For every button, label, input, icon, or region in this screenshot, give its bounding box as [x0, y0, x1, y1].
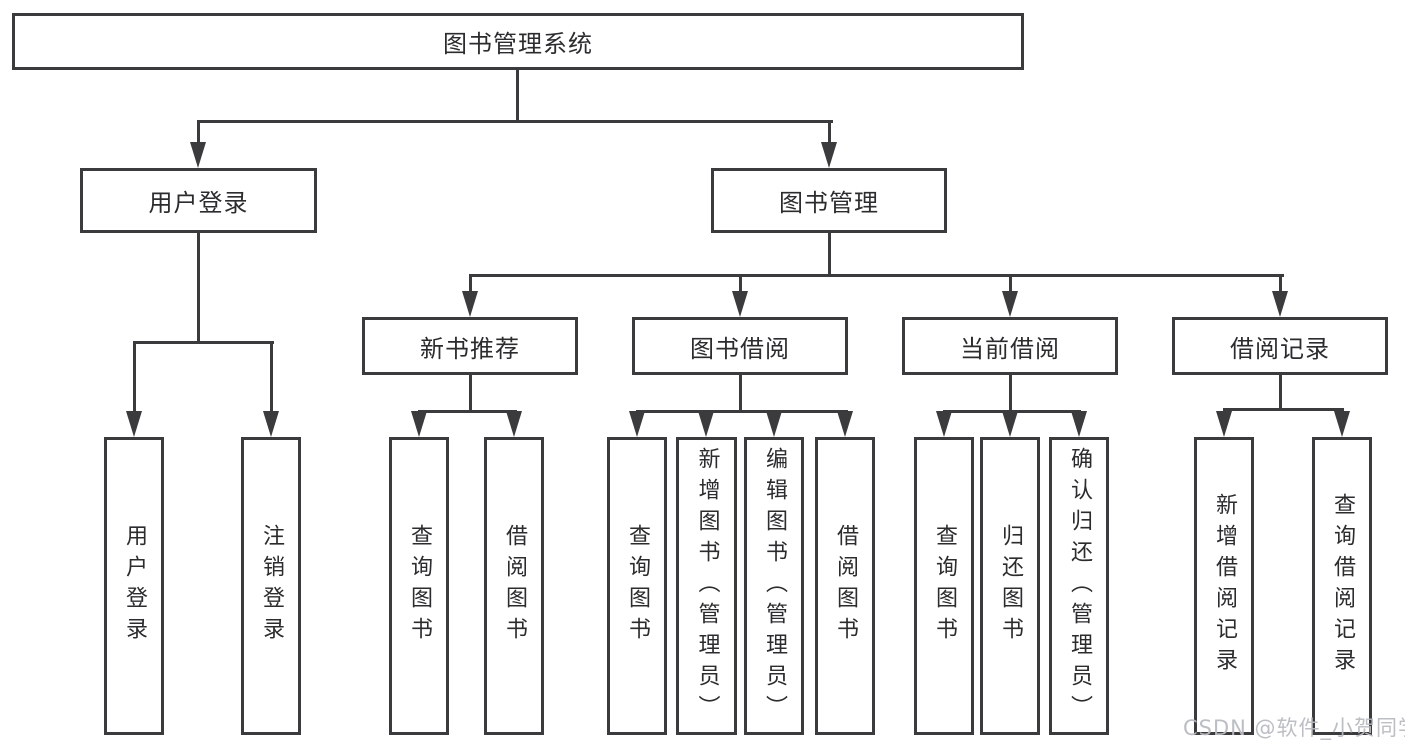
arrowhead [462, 291, 478, 317]
connector-drop [469, 274, 472, 294]
node-bb-query-books: 查询图书 [607, 437, 667, 735]
watermark-text: CSDN @软件_小贺同学 [1183, 716, 1405, 740]
node-current-borrow: 当前借阅 [902, 317, 1118, 375]
connector-userlogin-bus [133, 341, 274, 344]
arrowhead [126, 411, 142, 437]
arrowhead [1071, 411, 1087, 437]
arrowhead [1334, 411, 1350, 437]
arrowhead [1002, 291, 1018, 317]
arrowhead [1216, 411, 1232, 437]
arrowhead [1002, 411, 1018, 437]
arrowhead [698, 411, 714, 437]
connector-drop [133, 341, 136, 415]
connector-newbookrec-stem [469, 375, 472, 413]
connector-bookborrow-bus [636, 410, 848, 413]
node-book-borrow: 图书借阅 [632, 317, 848, 375]
node-root: 图书管理系统 [12, 13, 1024, 70]
connector-borrowrecords-stem [1279, 375, 1282, 411]
node-borrow-records: 借阅记录 [1172, 317, 1388, 375]
node-label: 归还图书 [998, 524, 1023, 648]
connector-drop [1009, 274, 1012, 294]
node-nbr-query-books: 查询图书 [389, 437, 449, 735]
connector-root-bus [197, 120, 833, 123]
node-label: 查询图书 [932, 524, 957, 648]
connector-drop [1279, 274, 1282, 294]
node-label: 新增借阅记录 [1212, 493, 1237, 679]
node-bb-add-books-admin: 新增图书（管理员） [676, 437, 737, 735]
node-new-book-rec: 新书推荐 [362, 317, 578, 375]
node-book-mgmt: 图书管理 [711, 168, 947, 233]
node-label: 借阅图书 [833, 524, 858, 648]
node-label: 用户登录 [122, 524, 147, 648]
node-label: 注销登录 [259, 524, 284, 648]
node-login: 用户登录 [104, 437, 164, 735]
arrowhead [411, 411, 427, 437]
node-cb-return-books: 归还图书 [980, 437, 1040, 735]
connector-bookborrow-stem [739, 375, 742, 413]
connector-userlogin-stem [197, 233, 200, 344]
node-label: 查询图书 [407, 524, 432, 648]
arrowhead [821, 142, 837, 168]
arrowhead [766, 411, 782, 437]
node-label: 查询借阅记录 [1330, 493, 1355, 679]
node-label: 编辑图书（管理员） [762, 446, 787, 726]
arrowhead [837, 411, 853, 437]
connector-drop [828, 120, 831, 146]
connector-borrowrecords-bus [1223, 408, 1344, 411]
arrowhead [732, 291, 748, 317]
node-bb-edit-books-admin: 编辑图书（管理员） [744, 437, 804, 735]
connector-newbookrec-bus [418, 410, 517, 413]
node-cb-confirm-return-admin: 确认归还（管理员） [1049, 437, 1109, 735]
node-logout: 注销登录 [241, 437, 301, 735]
connector-bookmgmt-stem [828, 233, 831, 277]
arrowhead [1272, 291, 1288, 317]
arrowhead [263, 411, 279, 437]
arrowhead [506, 411, 522, 437]
connector-bookmgmt-bus [469, 274, 1284, 277]
arrowhead [629, 411, 645, 437]
node-br-query-record: 查询借阅记录 [1312, 437, 1372, 735]
arrowhead [936, 411, 952, 437]
node-user-login: 用户登录 [80, 168, 317, 233]
node-nbr-borrow-books: 借阅图书 [484, 437, 544, 735]
node-cb-query-books: 查询图书 [914, 437, 974, 735]
connector-drop [270, 341, 273, 415]
node-label: 查询图书 [625, 524, 650, 648]
connector-drop [739, 274, 742, 294]
node-label: 确认归还（管理员） [1067, 446, 1092, 726]
arrowhead [190, 142, 206, 168]
node-label: 新增图书（管理员） [694, 446, 720, 726]
connector-root-stem [516, 70, 519, 123]
connector-drop [197, 120, 200, 146]
connector-currentborrow-stem [1009, 375, 1012, 413]
node-label: 借阅图书 [502, 524, 527, 648]
node-bb-borrow-books: 借阅图书 [815, 437, 875, 735]
node-br-add-record: 新增借阅记录 [1194, 437, 1254, 735]
